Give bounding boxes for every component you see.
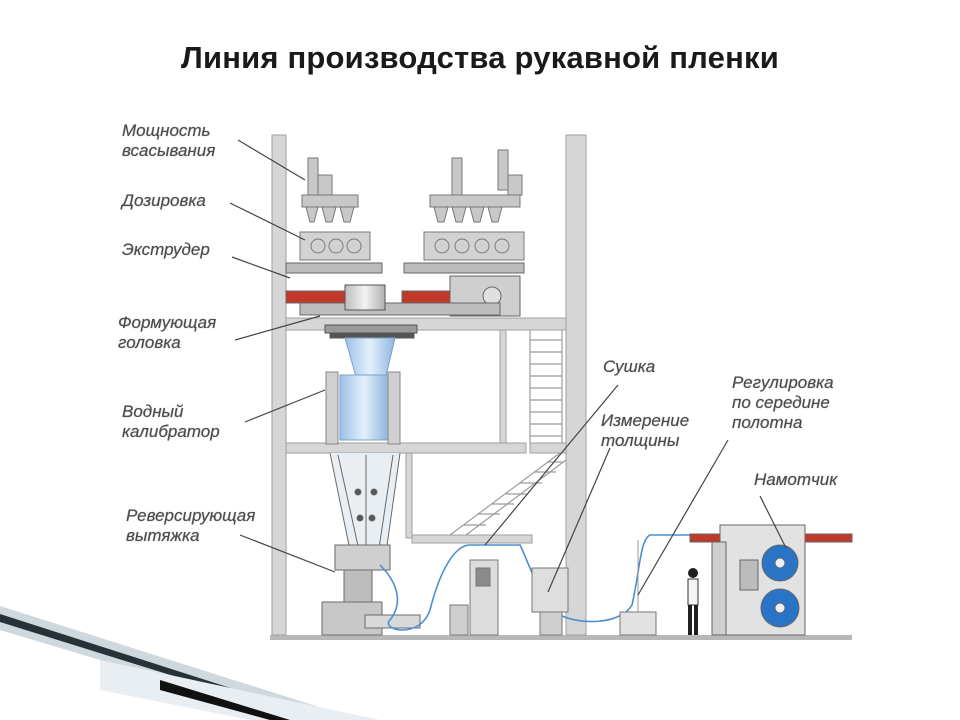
slide-decoration [0,606,380,720]
extruders [285,262,525,317]
label-calibrator: Водный калибратор [122,402,220,442]
drying-unit [449,559,499,636]
label-haul-off-line2: вытяжка [126,526,200,545]
label-web-guide: Регулировка по середине полотна [732,373,834,433]
label-thickness-line1: Измерение [601,411,690,430]
label-die-line1: Формующая [118,313,217,332]
web-guide-unit [619,540,657,636]
operator-figure [687,568,699,635]
label-web-guide-line3: полотна [732,413,803,432]
label-haul-off: Реверсирующая вытяжка [126,506,255,546]
stairs-lower [449,452,567,536]
building-frame [271,134,587,636]
haul-off-tower [321,452,421,636]
label-suction-line2: всасывания [122,141,216,160]
label-web-guide-line2: по середине [732,393,830,412]
film-bubble [339,337,396,441]
thickness-gauge [531,567,569,636]
water-calibrator [325,371,401,445]
dosing-units [299,231,525,261]
label-thickness: Измерение толщины [601,411,689,451]
label-thickness-line2: толщины [601,431,680,450]
label-drying-line1: Сушка [603,357,656,376]
label-web-guide-line1: Регулировка [732,373,834,392]
label-calibrator-line1: Водный [122,402,184,421]
leader-lines [229,139,787,596]
label-die-line2: головка [118,333,181,352]
suction-units [301,149,523,223]
floor [270,635,852,640]
label-winder-line1: Намотчик [754,470,838,489]
label-extruder-line1: Экструдер [122,240,210,259]
label-extruder: Экструдер [122,240,210,260]
label-suction: Мощность всасывания [122,121,215,161]
label-haul-off-line1: Реверсирующая [126,506,256,525]
slide-title: Линия производства рукавной пленки [181,40,779,75]
label-dosing-line1: Дозировка [122,191,206,210]
label-suction-line1: Мощность [122,121,211,140]
die-head [324,284,418,339]
label-calibrator-line2: калибратор [122,422,220,441]
label-die-head: Формующая головка [118,313,216,353]
label-dosing: Дозировка [122,191,206,211]
stairs-upper [529,330,563,443]
label-winder: Намотчик [754,470,837,490]
winder-machine [689,524,853,636]
label-drying: Сушка [603,357,655,377]
